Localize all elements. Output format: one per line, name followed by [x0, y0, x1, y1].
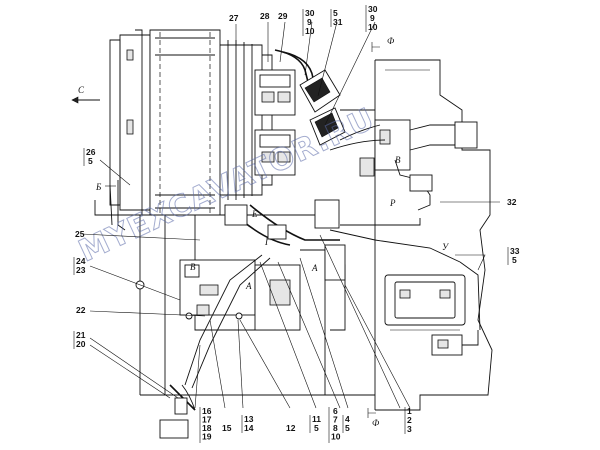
callout-labels: 27 28 29 30 9 10 5 31 30 9 10 26 5 25 24… [73, 4, 522, 443]
callout-6-10: 6 7 8 10 [331, 406, 341, 442]
callout-33-5: 33 5 [510, 246, 522, 265]
marker-a-left: А [245, 281, 252, 291]
main-pump-drum [109, 29, 273, 216]
callout-15: 15 [222, 423, 232, 433]
callout-5-31: 5 31 [333, 8, 343, 27]
callout-11-5: 11 5 [312, 414, 323, 433]
callout-1-3: 1 2 3 [407, 406, 414, 434]
callout-28: 28 [260, 11, 270, 21]
view-marker-bottom-f: Ф [372, 418, 380, 428]
callout-22: 22 [76, 305, 86, 315]
marker-v-right: В [395, 155, 401, 165]
view-marker-top-f: Ф [387, 36, 395, 46]
callout-26-5: 26 5 [86, 147, 98, 166]
callout-30a: 30 9 10 [305, 8, 317, 36]
callout-29: 29 [278, 11, 288, 21]
marker-e-left: Е [251, 209, 258, 219]
pedal-linkage [159, 384, 196, 439]
hydraulic-cylinder-upper [299, 69, 346, 146]
right-distributor [329, 119, 478, 211]
callout-30b: 30 9 10 [368, 4, 380, 32]
filter-unit [384, 274, 466, 331]
leader-lines [81, 21, 500, 409]
callout-16-19: 16 17 18 19 [202, 406, 214, 442]
callout-32: 32 [507, 197, 517, 207]
lower-block [431, 330, 479, 356]
marker-g-left: Г [264, 237, 271, 247]
callout-12: 12 [286, 423, 296, 433]
marker-r-right: Р [389, 198, 396, 208]
callout-13-14: 13 14 [244, 414, 256, 433]
frame-outline [340, 59, 493, 411]
marker-u-right: У [442, 242, 449, 252]
small-components [135, 157, 375, 320]
callout-4-5: 4 5 [345, 414, 352, 433]
marker-a-mid: А [311, 263, 318, 273]
marker-b-left: Б [95, 182, 102, 192]
callout-24-23: 24 23 [76, 256, 88, 275]
valve-block-lower [254, 129, 296, 176]
valve-block-upper [254, 49, 314, 116]
view-markers: Ф Ф С Б В А А Г Е В Р У [71, 36, 449, 428]
view-marker-left-c: С [78, 85, 85, 95]
callout-21-20: 21 20 [76, 330, 88, 349]
callout-25: 25 [75, 229, 85, 239]
callout-27: 27 [229, 13, 239, 23]
marker-v-left: В [190, 262, 196, 272]
